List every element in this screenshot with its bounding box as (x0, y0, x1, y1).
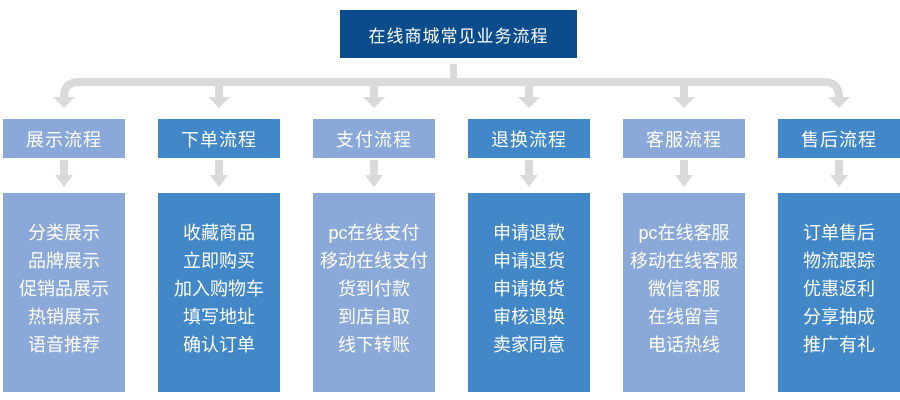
arrow-stem (215, 82, 223, 98)
branch-column-2: 下单流程 收藏商品立即购买加入购物车填写地址确认订单 (158, 119, 280, 392)
branch-header: 支付流程 (313, 119, 435, 158)
branch-column-5: 客服流程 pc在线客服移动在线客服微信客服在线留言电话热线 (623, 119, 745, 392)
branch-item-list: pc在线客服移动在线客服微信客服在线留言电话热线 (623, 193, 745, 392)
branch-item-list: 订单售后物流跟踪优惠返利分享抽成推广有礼 (778, 193, 900, 392)
branch-item-list: 分类展示品牌展示促销品展示热销展示语音推荐 (3, 193, 125, 392)
branch-item: 收藏商品 (183, 222, 255, 243)
root-stem (450, 64, 457, 80)
branch-item: 申请换货 (493, 278, 565, 299)
branch-item: 微信客服 (648, 278, 720, 299)
branch-item-list: 申请退款申请退货申请换货审核退换卖家同意 (468, 193, 590, 392)
branch-column-3: 支付流程 pc在线支付移动在线支付货到付款到店自取线下转账 (313, 119, 435, 392)
arrow-down-icon (673, 97, 695, 108)
branch-item: 热销展示 (28, 306, 100, 327)
branch-item: 立即购买 (183, 250, 255, 271)
branch-item: 语音推荐 (28, 334, 100, 355)
branch-header: 展示流程 (3, 119, 125, 158)
branch-header: 售后流程 (778, 119, 900, 158)
branch-item: 填写地址 (183, 306, 255, 327)
branch-rail (60, 78, 843, 100)
branch-item: 促销品展示 (19, 278, 109, 299)
branch-item: 加入购物车 (174, 278, 264, 299)
branch-header: 客服流程 (623, 119, 745, 158)
branch-column-1: 展示流程 分类展示品牌展示促销品展示热销展示语音推荐 (3, 119, 125, 392)
branch-item: 电话热线 (648, 334, 720, 355)
arrow-down-icon (53, 97, 75, 108)
branch-column-4: 退换流程 申请退款申请退货申请换货审核退换卖家同意 (468, 119, 590, 392)
branch-item: 物流跟踪 (803, 250, 875, 271)
branch-header: 退换流程 (468, 119, 590, 158)
branch-item: pc在线客服 (638, 222, 730, 243)
branch-item: 优惠返利 (803, 278, 875, 299)
branch-header: 下单流程 (158, 119, 280, 158)
branch-item: 品牌展示 (28, 250, 100, 271)
branch-item: 分享抽成 (803, 306, 875, 327)
arrow-down-icon (518, 97, 540, 108)
branch-item: 卖家同意 (493, 334, 565, 355)
branch-item: 推广有礼 (803, 334, 875, 355)
branch-item: pc在线支付 (328, 222, 420, 243)
branch-item: 申请退货 (493, 250, 565, 271)
branch-item: 审核退换 (493, 306, 565, 327)
branch-item: 在线留言 (648, 306, 720, 327)
root-node: 在线商城常见业务流程 (340, 10, 577, 58)
branch-item-list: 收藏商品立即购买加入购物车填写地址确认订单 (158, 193, 280, 392)
branch-item: 到店自取 (338, 306, 410, 327)
arrow-stem (370, 82, 378, 98)
branch-item: 申请退款 (493, 222, 565, 243)
arrow-down-icon (363, 97, 385, 108)
branch-item-list: pc在线支付移动在线支付货到付款到店自取线下转账 (313, 193, 435, 392)
branch-item: 移动在线支付 (320, 250, 428, 271)
branch-item: 移动在线客服 (630, 250, 738, 271)
branch-item: 订单售后 (803, 222, 875, 243)
arrow-stem (525, 82, 533, 98)
branch-item: 线下转账 (338, 334, 410, 355)
branch-item: 货到付款 (338, 278, 410, 299)
branch-item: 确认订单 (183, 334, 255, 355)
arrow-down-icon (828, 97, 850, 108)
arrow-stem (680, 82, 688, 98)
branch-item: 分类展示 (28, 222, 100, 243)
arrow-down-icon (208, 97, 230, 108)
branch-column-6: 售后流程 订单售后物流跟踪优惠返利分享抽成推广有礼 (778, 119, 900, 392)
root-node-label: 在线商城常见业务流程 (368, 26, 549, 46)
